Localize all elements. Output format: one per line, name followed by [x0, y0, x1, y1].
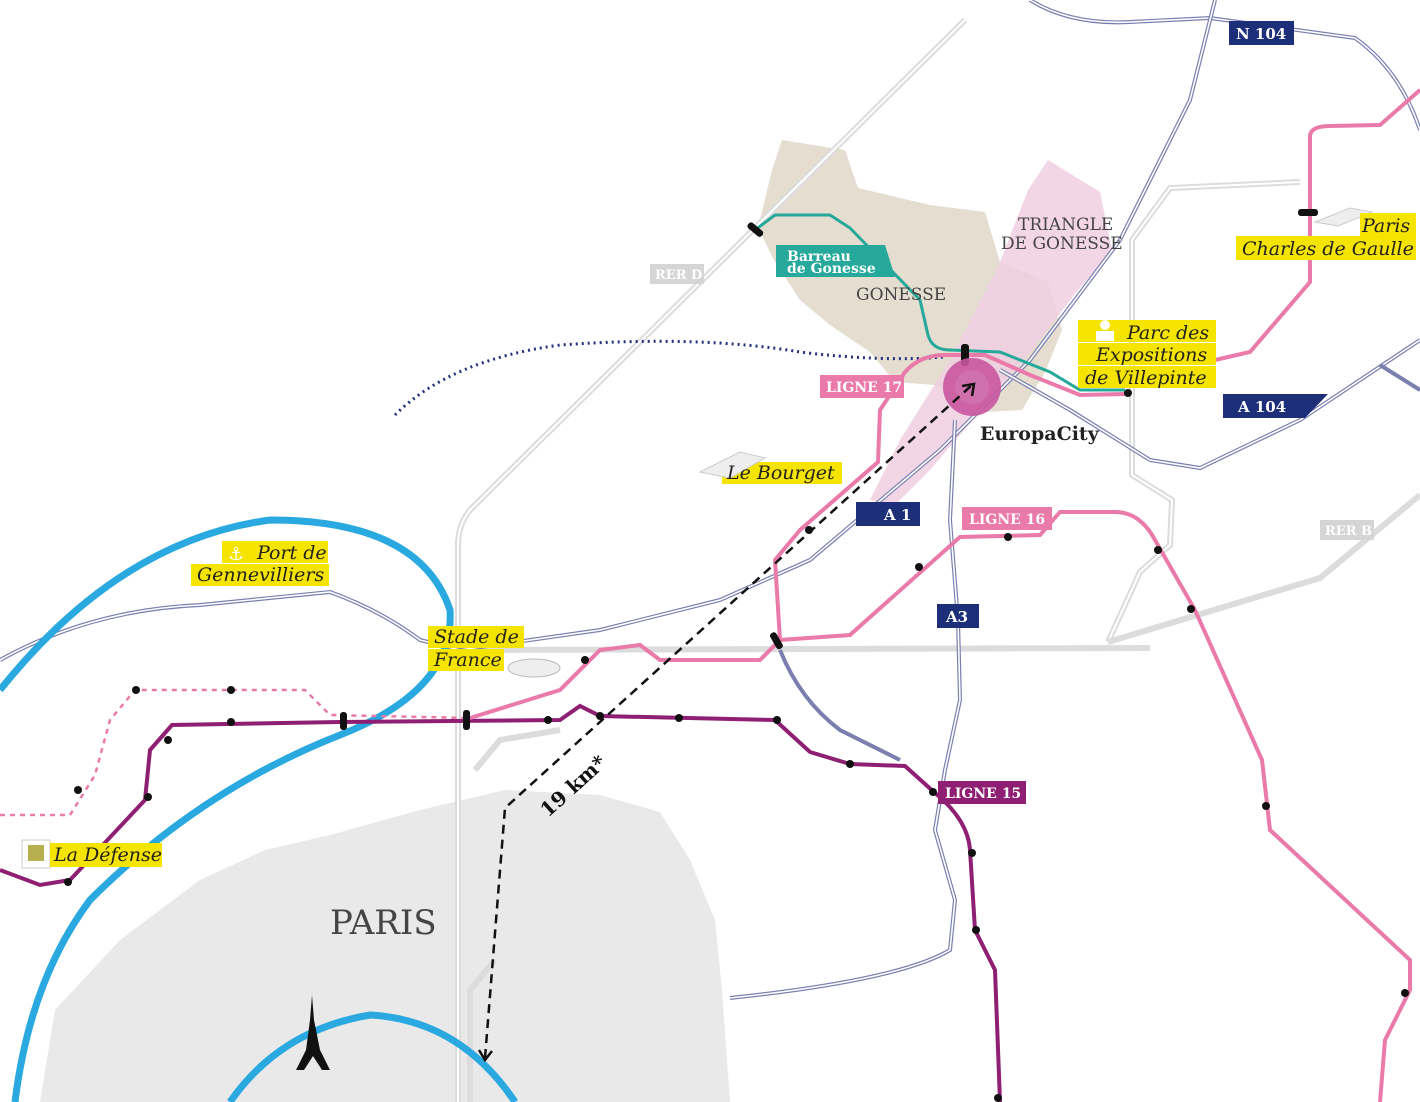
gonesse-label: GONESSE: [856, 285, 946, 305]
distance-arrow: [483, 384, 973, 1059]
barreau-label-1: Barreau: [787, 249, 851, 265]
stade-label-1: Stade de: [434, 626, 519, 648]
a104-label: A 104: [1237, 398, 1286, 416]
stade-label-2: France: [433, 649, 502, 671]
cdg-label-2: Charles de Gaulle: [1242, 238, 1414, 260]
seine-river: [0, 516, 454, 1102]
poi-port-gennevilliers[interactable]: ⚓ Port de Gennevilliers: [191, 541, 329, 586]
paris-area: [40, 790, 730, 1102]
parc-label-1: Parc des: [1126, 322, 1209, 344]
bourget-label: Le Bourget: [726, 462, 835, 484]
triangle-label-1: TRIANGLE: [1018, 215, 1113, 235]
defense-label: La Défense: [53, 844, 162, 866]
rer-dashed-line: [0, 688, 471, 817]
a3-label: A3: [945, 608, 968, 626]
parc-label-2: Expositions: [1095, 344, 1207, 366]
cdg-label-1: Paris: [1361, 215, 1410, 237]
barreau-gonesse-line: [754, 213, 1125, 392]
n104-label: N 104: [1236, 25, 1286, 43]
port-label-2: Gennevilliers: [197, 564, 325, 586]
la-defense-icon: [28, 845, 44, 861]
rer-d-label: RER D: [655, 268, 702, 283]
poi-parc-expositions[interactable]: Parc des Expositions de Villepinte: [1078, 320, 1216, 389]
poi-cdg[interactable]: Paris Charles de Gaulle: [1236, 207, 1416, 260]
ligne-17-line: [772, 353, 1126, 641]
cdg-line: [1214, 88, 1420, 362]
rer-b-label: RER B: [1325, 524, 1372, 539]
exhibition-person-icon: [1096, 320, 1114, 341]
anchor-icon: ⚓: [228, 544, 244, 565]
planned-link-dotted: [393, 339, 946, 417]
port-label-1: Port de: [256, 542, 327, 564]
triangle-gonesse-area: [870, 160, 1112, 505]
paris-label: PARIS: [330, 903, 437, 943]
poi-la-defense[interactable]: La Défense: [21, 839, 162, 869]
ligne-16-label: LIGNE 16: [969, 512, 1045, 528]
poi-le-bourget[interactable]: Le Bourget: [698, 451, 842, 484]
line-labels: LIGNE 17 LIGNE 16 LIGNE 15 Barreau de Go…: [776, 245, 1052, 804]
arrowhead-bottom: [477, 1049, 493, 1063]
stations: [64, 209, 1409, 1102]
stadium-icon: [507, 658, 561, 678]
europacity-marker-inner: [955, 370, 989, 404]
highway-labels: N 104 A 104 A 1 A3 RER D RER B: [650, 21, 1374, 628]
airplane-icon: [1313, 207, 1374, 227]
ligne-15-label: LIGNE 15: [945, 786, 1021, 802]
ligne-16-line: [469, 510, 1412, 1102]
europacity-label[interactable]: EuropaCity: [980, 423, 1100, 445]
seine-river-paris: [227, 1011, 518, 1102]
a1-label: A 1: [883, 506, 911, 524]
airplane-icon: [698, 451, 767, 479]
barreau-label-2: de Gonesse: [787, 261, 876, 277]
arrowhead-top: [961, 382, 976, 397]
eiffel-tower-icon: [296, 995, 330, 1070]
triangle-label-2: DE GONESSE: [1001, 234, 1123, 254]
ligne-17-label: LIGNE 17: [826, 380, 902, 396]
poi-stade-de-france[interactable]: Stade de France: [428, 626, 561, 678]
regional-roads: [455, 17, 1420, 1102]
highways: [0, 0, 1420, 1000]
parc-label-3: de Villepinte: [1085, 367, 1207, 389]
